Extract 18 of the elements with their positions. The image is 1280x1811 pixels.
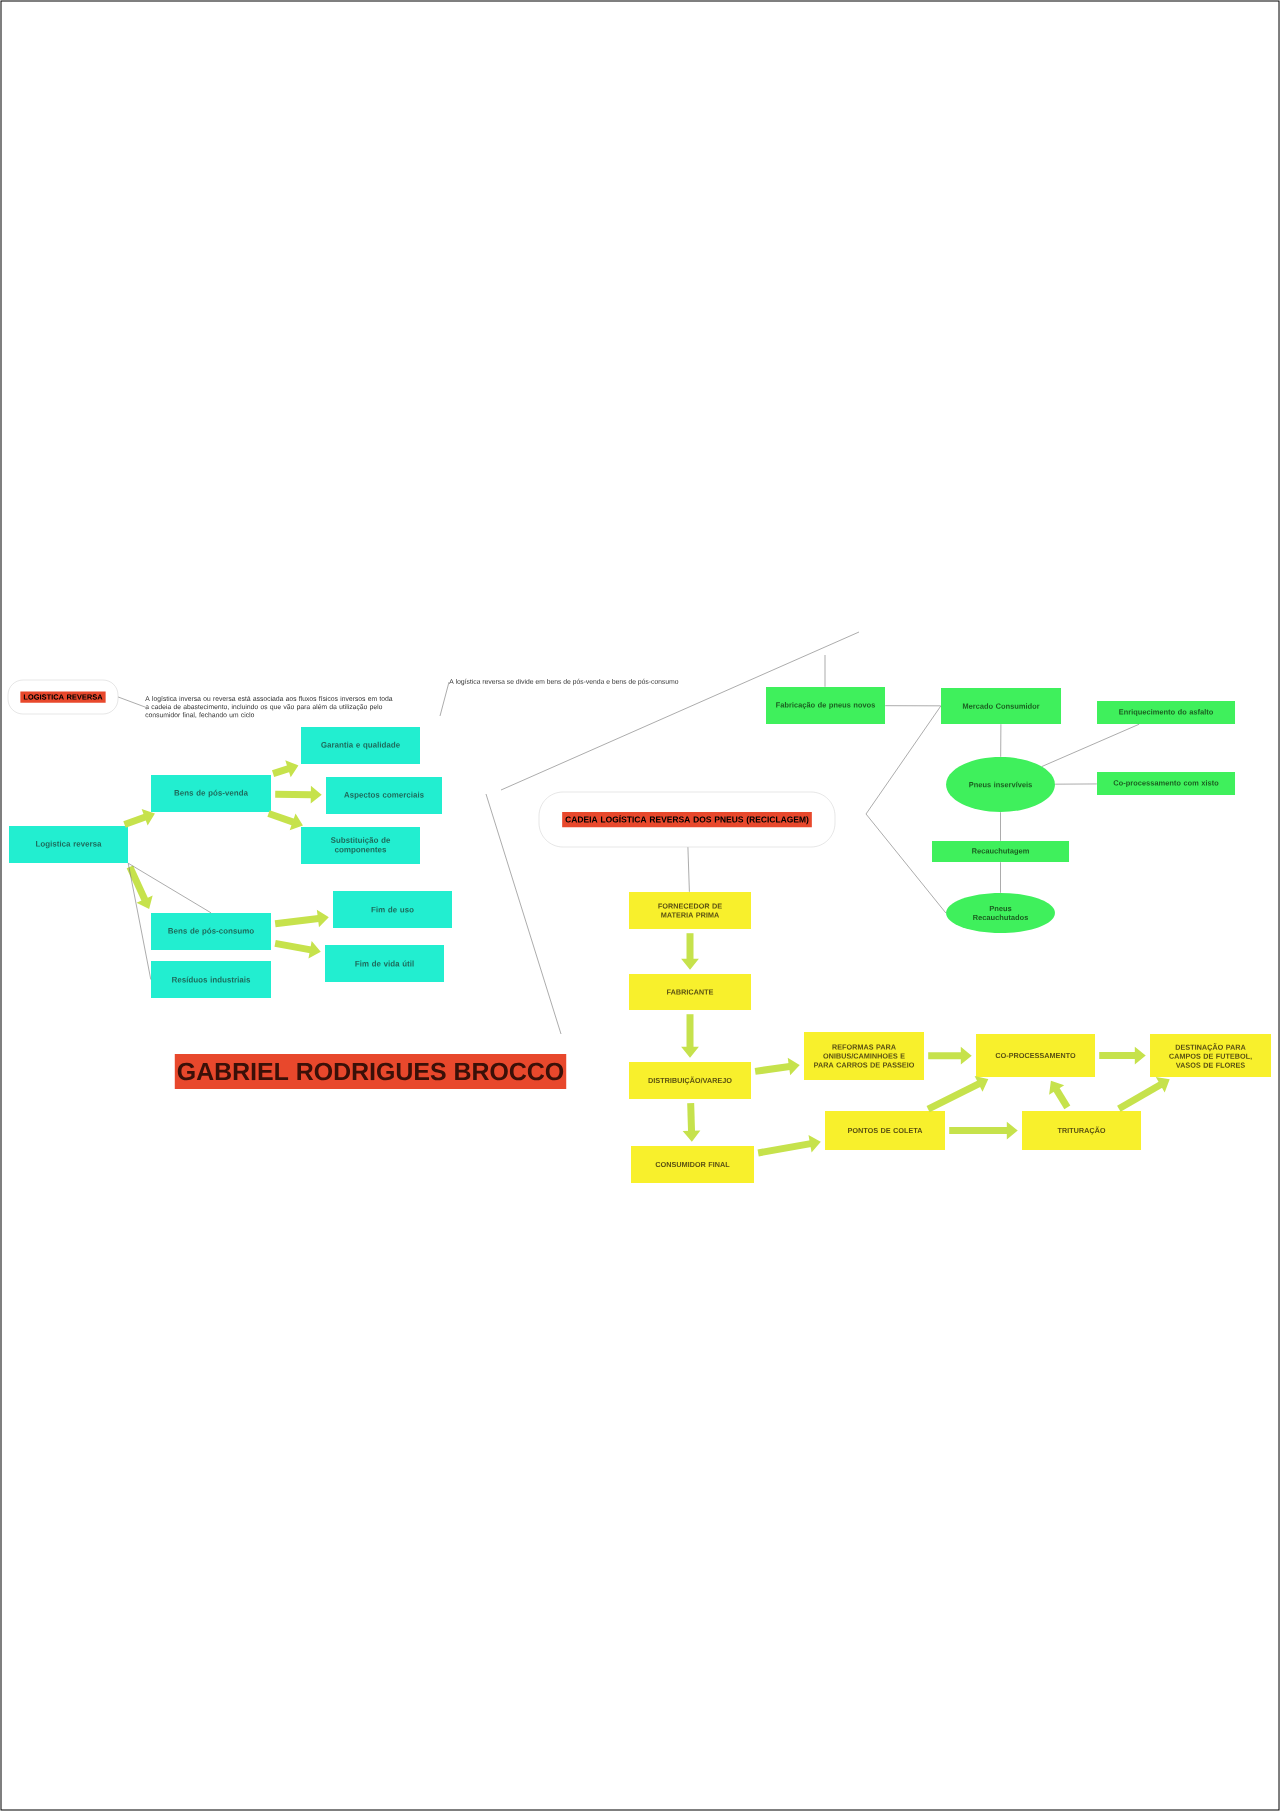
connector-line	[1000, 723, 1002, 758]
block-arrow	[757, 1135, 821, 1157]
connector-line	[824, 654, 826, 688]
name-banner: GABRIEL RODRIGUES BROCCO	[174, 1054, 567, 1089]
connector-line	[127, 862, 212, 914]
connector-line	[884, 705, 942, 707]
block-arrow	[1117, 1077, 1170, 1112]
connector-line	[117, 696, 146, 708]
connector-line	[865, 705, 947, 914]
connector-line	[127, 862, 152, 980]
rounded-label: CADEIA LOGÍSTICA REVERSA DOS PNEUS (RECICLAGEM)	[538, 791, 836, 848]
connector-line	[1041, 723, 1140, 767]
connector-line	[1000, 811, 1001, 842]
connector-line	[1054, 783, 1098, 785]
block-arrow	[123, 808, 155, 828]
connector-line	[439, 681, 450, 717]
connector-line	[1000, 861, 1001, 894]
connector-line	[687, 846, 690, 893]
